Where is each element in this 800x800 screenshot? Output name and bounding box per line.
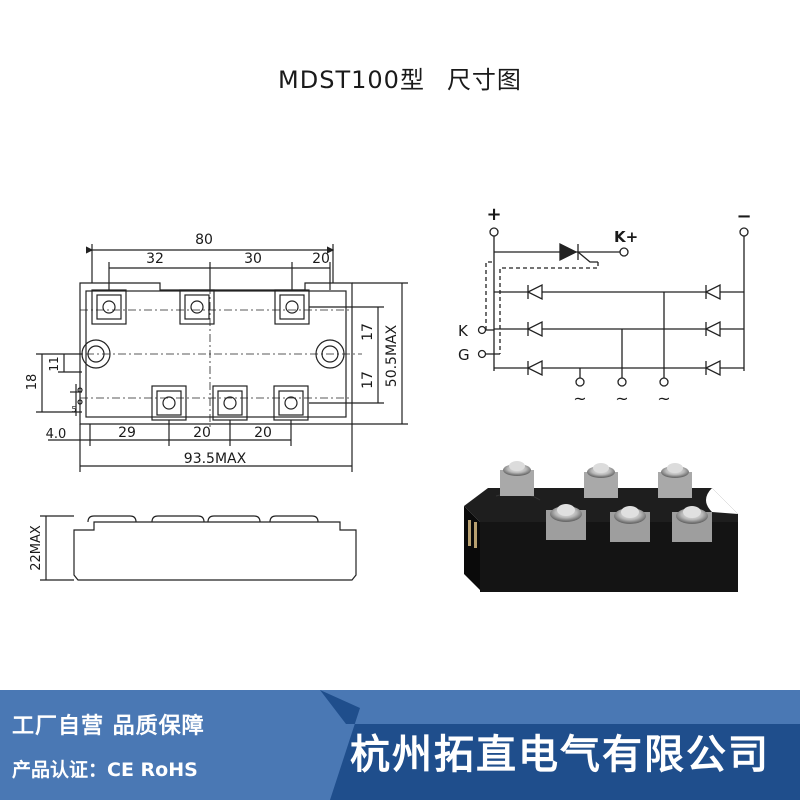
diode-r1 [704,283,721,301]
dim-side-height: 22MAX [29,525,44,571]
terminal-bottom-1 [151,385,187,421]
dim-left-11: 11 [47,356,61,371]
side-terminal-4 [269,515,319,523]
certification-text: 产品认证：CE RoHS [12,759,198,781]
photo-terminal-5 [610,506,650,542]
drawing-subtitle: 尺寸图 [446,66,522,94]
label-plus: + [486,204,501,225]
diode-r3 [704,359,721,377]
terminal-bottom-2 [212,385,248,421]
terminal-top-2 [179,289,215,325]
dim-top-spacing-1: 32 [146,251,164,267]
dim-max-width: 50.5MAX [384,324,400,387]
footer-banner [0,690,800,800]
page-title: MDST100型尺寸图 [0,60,800,95]
schematic [477,227,749,387]
label-g: G [458,346,470,364]
label-ac-3: ~ [657,389,670,408]
terminal-k-plus [619,247,629,257]
side-terminal-2 [151,515,205,523]
mount-hole-right [315,339,345,369]
terminal-ac-2 [617,377,627,387]
photo-terminal-1 [500,461,534,496]
dim-right-17-a: 17 [360,323,376,341]
terminal-ac-3 [659,377,669,387]
label-k-plus: K+ [614,228,638,246]
photo-terminal-6 [672,506,712,542]
side-terminal-3 [207,515,261,523]
label-minus: − [736,206,751,227]
dim-max-length: 93.5MAX [184,451,247,467]
side-terminal-1 [87,515,137,523]
model-name: MDST100型 [278,66,425,94]
dim-top-spacing-2: 30 [244,251,262,267]
side-body [73,521,357,581]
terminal-top-1 [91,289,127,325]
module-photo [464,461,738,592]
photo-terminal-3 [658,463,692,498]
terminal-minus [739,227,749,237]
dim-left-18: 18 [25,374,40,391]
dim-right-17-b: 17 [360,371,376,389]
terminal-ac-1 [575,377,585,387]
dim-edge: 4.0 [46,427,67,442]
photo-terminal-4 [546,504,586,540]
terminal-plus [489,227,499,237]
terminal-g [477,349,487,359]
terminal-top-3 [274,289,310,325]
diode-l1 [526,283,543,301]
terminal-k [477,325,487,335]
footer-dark-band [320,690,800,800]
terminal-bottom-3 [273,385,309,421]
slogan-text: 工厂自营 品质保障 [12,714,205,739]
label-ac-1: ~ [573,389,586,408]
label-ac-2: ~ [615,389,628,408]
dim-bottom-spacing-1: 29 [118,425,136,441]
dim-top-spacing-3: 20 [312,251,330,267]
label-k: K [458,322,469,340]
module-outline [79,282,353,425]
top-view [36,244,408,472]
diode-l3 [526,359,543,377]
dim-left-small: 5 [71,405,76,414]
photo-terminal-2 [584,463,618,498]
technical-drawing: 80 32 30 20 29 20 20 4.0 93.5MAX 17 17 5… [25,204,752,592]
diode-r2 [704,320,721,338]
dim-overall-length: 80 [195,232,213,248]
diode-l2 [526,320,543,338]
dim-bottom-spacing-3: 20 [254,425,272,441]
company-name: 杭州拓直电气有限公司 [350,732,770,778]
dim-bottom-spacing-2: 20 [193,425,211,441]
side-view [40,515,357,581]
